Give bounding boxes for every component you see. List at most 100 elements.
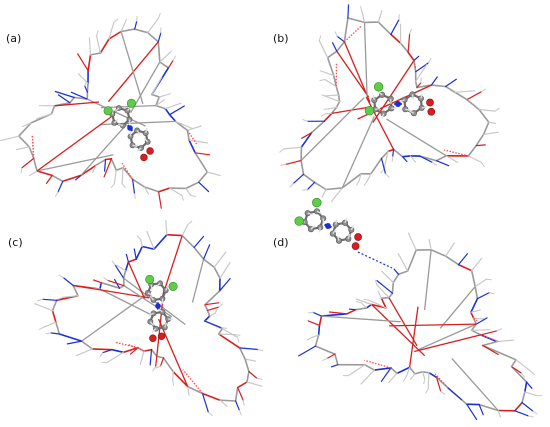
backbone-bond <box>428 371 438 379</box>
backbone-bond <box>392 148 404 158</box>
backbone-bond <box>122 270 127 279</box>
ring-link-bond <box>191 258 205 303</box>
hydrogen-stick <box>316 210 322 215</box>
panel-b-ligand <box>364 82 436 119</box>
side-chain-bond <box>219 278 231 292</box>
backbone-bond <box>151 93 161 98</box>
hydrogen-bond-stick <box>520 372 525 378</box>
side-chain-bond <box>467 155 483 164</box>
backbone-bond <box>510 358 517 368</box>
side-chain-bond <box>318 40 329 59</box>
side-chain-bond <box>169 187 183 196</box>
backbone-bond <box>18 135 31 148</box>
side-chain-bond <box>125 253 129 263</box>
backbone-bond <box>86 82 89 93</box>
side-chain-bond <box>120 19 127 33</box>
backbone-bond <box>141 245 155 250</box>
backbone-bond <box>188 139 196 154</box>
side-chain-bond <box>172 371 174 381</box>
side-chain-bond <box>218 333 236 336</box>
backbone-bond <box>155 96 161 107</box>
ring-link-bond <box>300 97 365 161</box>
side-chain-bond <box>376 280 393 294</box>
side-chain-bond <box>237 387 244 401</box>
hydrogen-bond-stick <box>172 379 175 386</box>
ring-link-bond <box>81 290 152 342</box>
backbone-bond <box>61 174 82 183</box>
ring-link-bond <box>343 41 371 103</box>
backbone-bond <box>51 174 64 183</box>
side-chain-bond <box>147 17 160 34</box>
backbone-bond <box>337 94 341 103</box>
hydrogen-stick <box>164 322 168 328</box>
backbone-bond <box>197 171 209 183</box>
side-chain-bond <box>427 372 430 390</box>
backbone-bond <box>51 299 58 312</box>
backbone-bond <box>399 42 409 54</box>
hydrogen-bond-stick <box>319 79 326 82</box>
backbone-bond <box>87 54 92 72</box>
chlorine-atom <box>126 98 136 108</box>
hydrogen-bond-dashed <box>434 373 449 389</box>
backbone-bond <box>127 258 137 263</box>
ring-link-bond <box>341 116 375 189</box>
oxygen-atom <box>354 233 362 241</box>
side-chain-bond <box>397 253 409 272</box>
side-chain-bond <box>355 298 373 306</box>
hydrogen-bond-stick <box>242 399 245 406</box>
side-chain-bond <box>93 279 102 284</box>
hydrogen-stick <box>335 219 338 225</box>
side-chain-bond <box>445 155 459 163</box>
side-chain-bond <box>244 358 256 362</box>
backbone-bond <box>80 340 93 350</box>
side-chain-bond <box>347 364 366 377</box>
side-chain-bond <box>84 85 89 93</box>
hydrogen-bond-stick <box>494 107 500 112</box>
ring-link-bond <box>73 284 150 299</box>
hydrogen-bond-stick <box>214 308 218 314</box>
hydrogen-stick <box>136 130 141 135</box>
hydrogen-bond-stick <box>431 161 437 166</box>
side-chain-bond <box>454 90 475 93</box>
nitrogen-atom <box>325 223 331 229</box>
backbone-bond <box>124 261 130 272</box>
hydrogen-bond-stick <box>110 183 115 189</box>
hydrogen-bond-stick <box>0 139 5 142</box>
side-chain-bond <box>165 220 168 236</box>
backbone-bond <box>335 40 346 53</box>
backbone-bond <box>115 166 124 172</box>
backbone-bond <box>300 131 313 148</box>
side-chain-bond <box>306 181 316 191</box>
backbone-bond <box>466 98 480 111</box>
hydrogen-bond-dashed <box>114 341 139 349</box>
backbone-bond <box>317 324 321 336</box>
side-chain-bond <box>445 242 455 257</box>
hydrogen-bond-stick <box>380 168 385 174</box>
backbone-bond <box>186 385 204 395</box>
side-chain-bond <box>57 180 64 193</box>
side-chain-bond <box>206 171 221 177</box>
side-chain-bond <box>43 321 57 328</box>
hydrogen-bond-stick <box>322 357 328 361</box>
hydrogen-stick <box>336 235 340 241</box>
backbone-bond <box>51 309 57 324</box>
side-chain-bond <box>407 33 411 53</box>
backbone-bond <box>323 112 333 122</box>
side-chain-bond <box>360 369 375 385</box>
side-chain-bond <box>393 268 400 275</box>
backbone-bond <box>335 100 341 108</box>
backbone-bond <box>156 355 165 359</box>
side-chain-bond <box>521 402 534 412</box>
hydrogen-stick <box>117 123 124 127</box>
backbone-bond <box>470 311 475 320</box>
backbone-bond <box>131 178 146 188</box>
side-chain-bond <box>430 76 438 86</box>
backbone-bond <box>343 17 349 43</box>
backbone-bond <box>470 297 479 314</box>
side-chain-bond <box>158 191 162 209</box>
hydrogen-bond-stick <box>257 349 264 352</box>
hydrogen-stick <box>350 225 355 231</box>
side-chain-bond <box>325 94 340 97</box>
side-chain-bond <box>301 132 313 139</box>
side-chain-bond <box>185 187 192 197</box>
